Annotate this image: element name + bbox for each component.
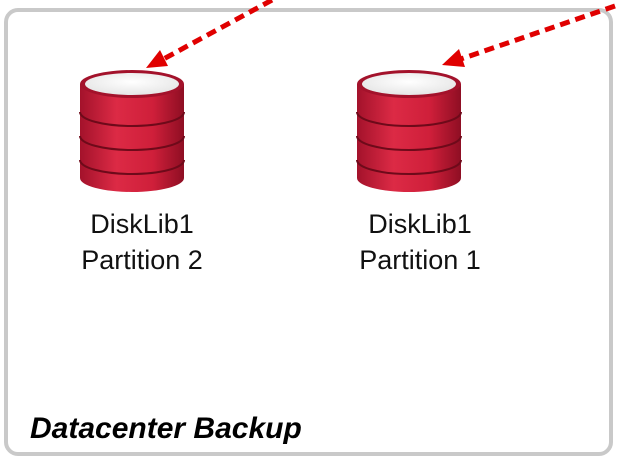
disk-label-line2: Partition 2	[81, 245, 203, 275]
disk-label-line1: DiskLib1	[368, 209, 472, 239]
disk-label-line2: Partition 1	[359, 245, 481, 275]
database-icon[interactable]	[79, 70, 185, 192]
connector-arrow	[146, 0, 274, 68]
disk-label-partition-2: DiskLib1 Partition 2	[32, 206, 252, 278]
connector-arrow	[442, 3, 616, 67]
database-icon[interactable]	[356, 70, 462, 192]
arrowhead-icon	[442, 49, 465, 67]
group-title: Datacenter Backup	[30, 412, 302, 445]
disk-label-line1: DiskLib1	[90, 209, 194, 239]
disk-label-partition-1: DiskLib1 Partition 1	[310, 206, 530, 278]
arrowhead-icon	[146, 50, 168, 68]
